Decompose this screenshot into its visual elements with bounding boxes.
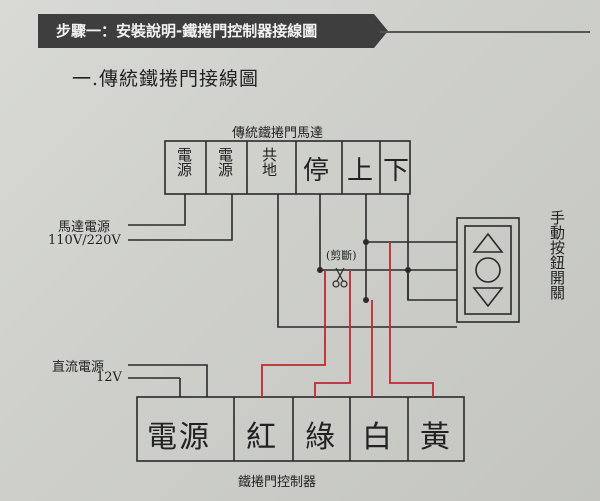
controller-terminal-block xyxy=(136,396,465,462)
controller-terminal-white: 白 xyxy=(362,420,392,455)
wire-green xyxy=(314,270,351,397)
wire-common-ground xyxy=(277,194,457,328)
stop-circle-icon xyxy=(475,257,501,283)
banner-rule xyxy=(380,31,590,33)
section-title: 一.傳統鐵捲門接線圖 xyxy=(72,68,260,90)
switch-label: 手動按鈕開關 xyxy=(548,210,566,300)
dc-voltage-label: 12V xyxy=(96,370,122,385)
wire-up xyxy=(365,194,457,243)
motor-terminal-power-1: 電源 xyxy=(175,147,193,177)
motor-power-label: 馬達電源 xyxy=(58,220,111,235)
wire-yellow xyxy=(389,242,434,397)
down-arrow-icon xyxy=(472,287,504,308)
step-banner: 步驟一：安裝說明-鐵捲門控制器接線圖 xyxy=(38,14,388,48)
motor-terminal-up: 上 xyxy=(347,156,374,186)
motor-voltage-label: 110V/220V xyxy=(48,233,121,248)
motor-terminal-power-2: 電源 xyxy=(216,147,234,177)
controller-terminal-red: 紅 xyxy=(246,420,276,455)
scissors-icon xyxy=(332,267,348,288)
wire-red xyxy=(261,270,326,397)
motor-title: 傳統鐵捲門馬達 xyxy=(232,126,324,141)
motor-terminal-ground: 共地 xyxy=(260,147,278,177)
up-arrow-icon xyxy=(472,232,504,253)
controller-terminal-yellow: 黃 xyxy=(420,420,450,455)
wire-motor-power-1 xyxy=(128,194,186,226)
motor-terminal-down: 下 xyxy=(383,156,410,186)
cut-label: (剪斷) xyxy=(326,249,357,262)
wire-dc-power xyxy=(128,364,208,397)
controller-title: 鐵捲門控制器 xyxy=(238,475,317,490)
controller-terminal-power: 電源 xyxy=(147,420,211,455)
wire-motor-power-2 xyxy=(128,194,233,241)
controller-terminal-green: 綠 xyxy=(305,420,335,455)
dc-power-label: 直流電源 xyxy=(52,360,105,375)
motor-terminal-stop: 停 xyxy=(303,156,330,186)
wire-down xyxy=(407,194,457,301)
motor-terminal-block xyxy=(164,140,411,195)
